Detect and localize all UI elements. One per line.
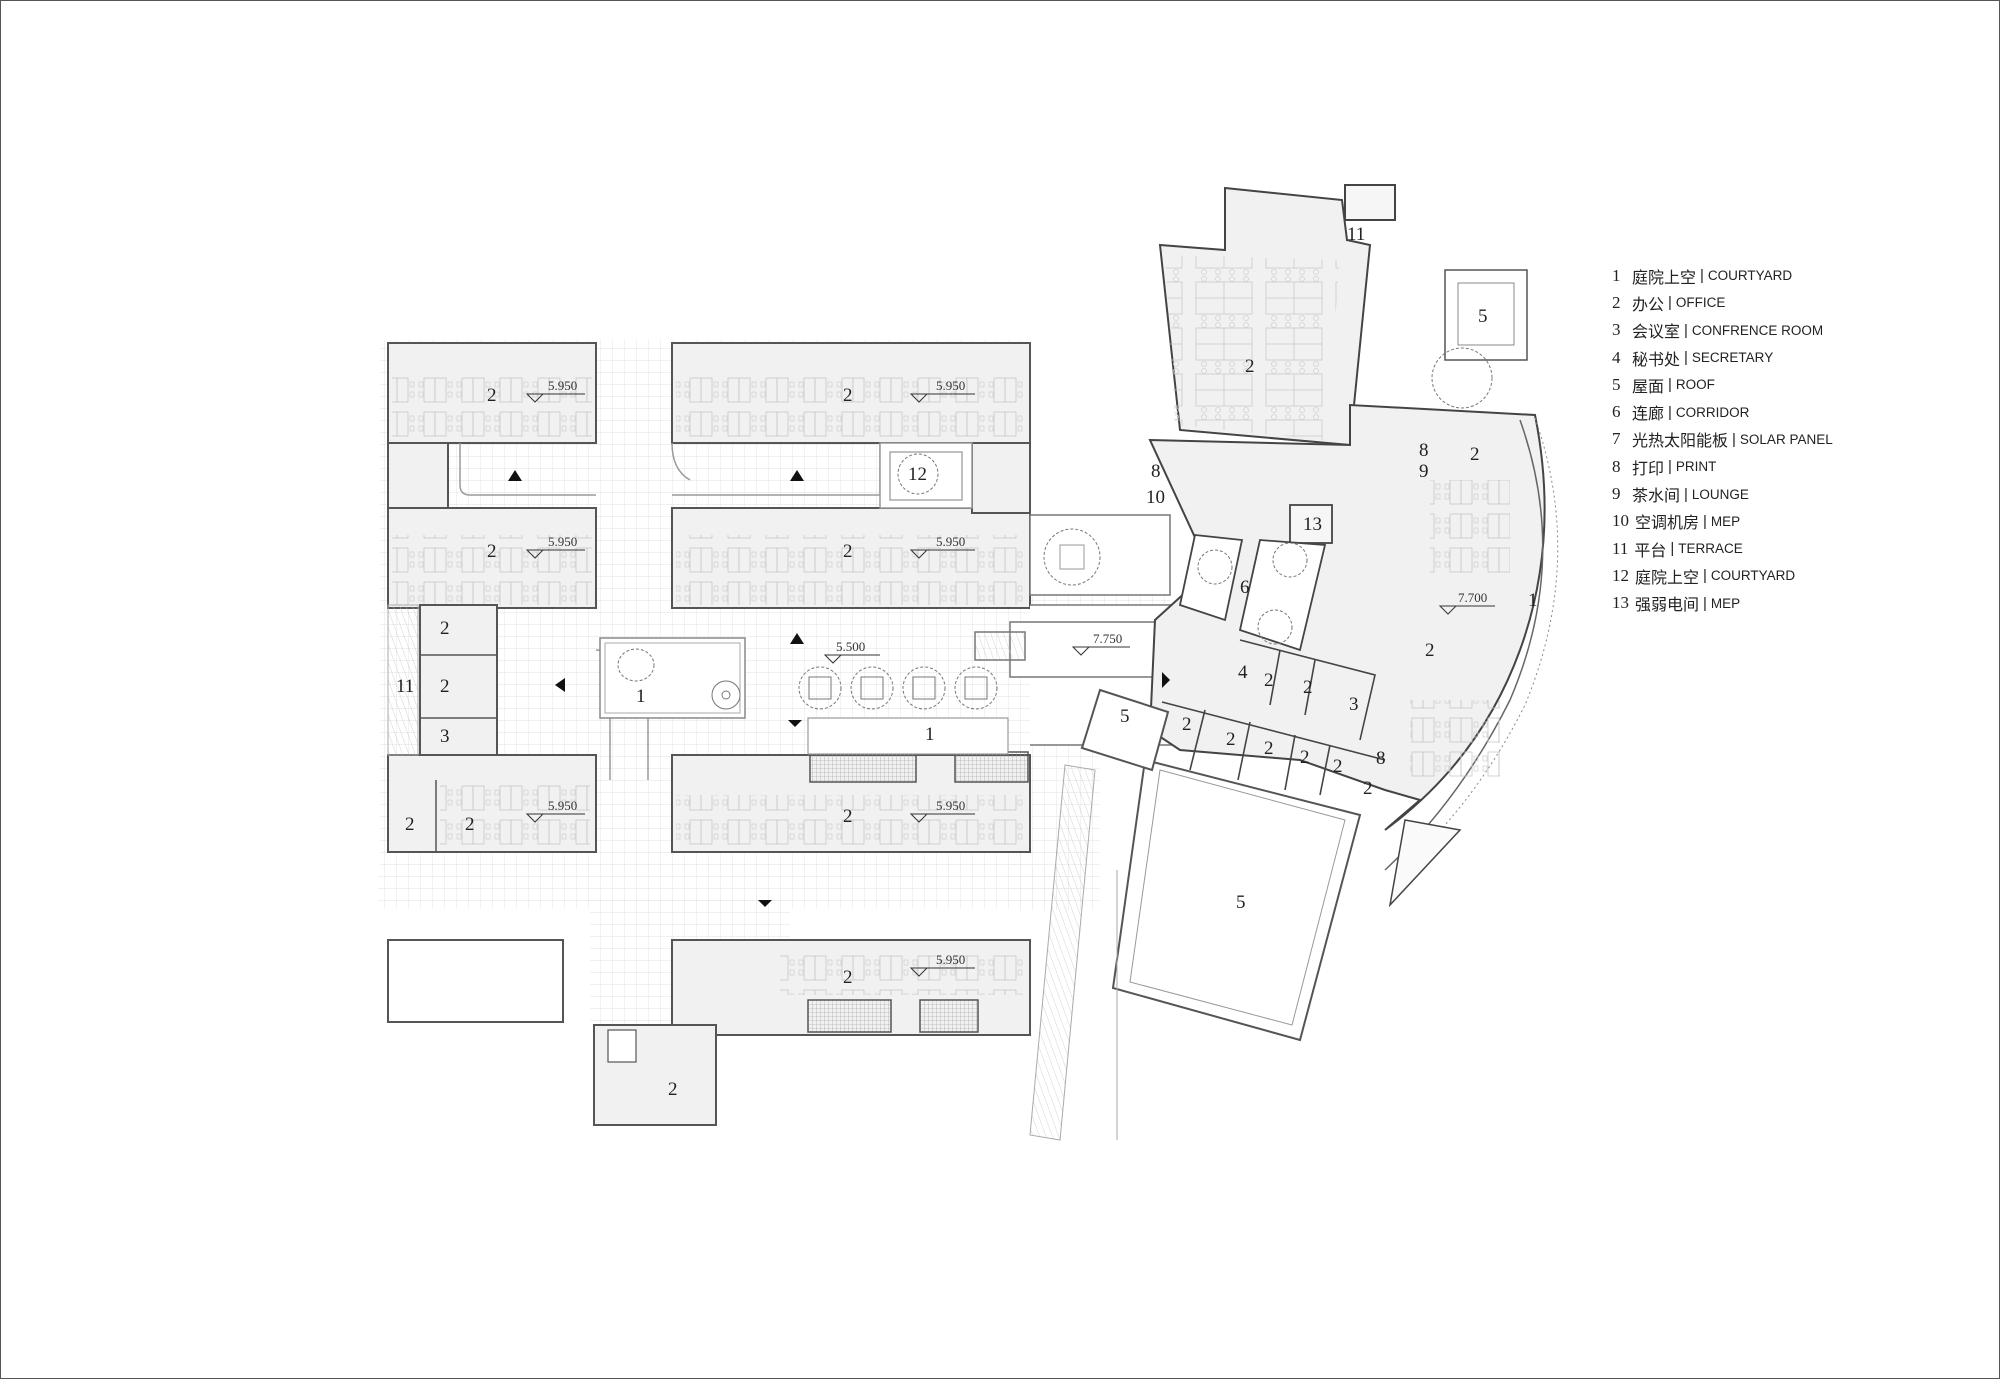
svg-text:5.950: 5.950 [548,534,577,549]
label-east-open: 2 [1425,640,1435,661]
east-courtyard-tree-box [1029,514,1171,596]
solar-panel-a [809,751,917,783]
svg-text:5.950: 5.950 [936,378,965,393]
label-wing-conf: 3 [440,726,450,747]
svg-text:7.700: 7.700 [1458,590,1487,605]
label-mep-13: 13 [1303,514,1322,535]
svg-text:5.950: 5.950 [936,798,965,813]
label-lounge-9: 9 [1419,461,1429,482]
triangle-stair [1388,819,1462,908]
west-wing [419,604,498,759]
entrance-arrows [508,470,1170,907]
elevation-markers [525,393,1495,977]
east-rooms [1161,639,1386,796]
label-north-office: 2 [1245,356,1255,377]
label-print-c: 8 [1376,748,1386,769]
roof-small [1080,688,1170,772]
label-wing-office-a: 2 [440,618,450,639]
label-s-office: 2 [843,806,853,827]
label-courtyard-south: 1 [925,724,935,745]
label-ne-office: 2 [843,385,853,406]
label-wing-office-b: 2 [440,676,450,697]
svg-text:5.950: 5.950 [936,952,965,967]
courtyard-1 [599,637,746,719]
label-courtyard-main: 1 [636,686,646,707]
label-w2-office: 2 [487,541,497,562]
label-secretary-4: 4 [1238,662,1248,683]
west-building [387,342,1031,853]
solar-panel-b [954,751,1029,783]
label-east-r7: 2 [1333,756,1343,777]
east-toilets [971,442,1031,514]
label-ne-terrace-11: 11 [1347,224,1365,245]
label-roof-small: 5 [1120,706,1130,727]
label-courtyard-east: 1 [1528,590,1538,611]
label-print-a: 8 [1151,461,1161,482]
label-east-conf-3: 3 [1349,694,1359,715]
label-sw-office-small: 2 [405,814,415,835]
room-labels: 2 2 2 2 12 11 2 2 3 1 1 2 2 2 2 2 2 11 5… [396,224,1538,1100]
label-mep-10: 10 [1146,487,1165,508]
label-roof-ne: 5 [1478,306,1488,327]
label-roof-large: 5 [1236,892,1246,913]
label-east-r8: 2 [1363,778,1373,799]
label-bottom-annex: 2 [668,1079,678,1100]
label-east-r2: 2 [1303,677,1313,698]
label-east-office-small: 2 [1470,444,1480,465]
label-nw-office: 2 [487,385,497,406]
east-core [1178,504,1333,652]
courtyard-12-tree [897,453,939,495]
label-east-r4: 2 [1226,729,1236,750]
label-east-r6: 2 [1300,747,1310,768]
label-corridor-6: 6 [1240,577,1250,598]
label-courtyard-12: 12 [908,464,927,485]
label-east-r5: 2 [1264,738,1274,759]
label-east-r1: 2 [1264,670,1274,691]
label-sw-office: 2 [465,814,475,835]
svg-text:5.500: 5.500 [836,639,865,654]
label-c2-office: 2 [843,541,853,562]
courtyard-1-south [807,717,1009,755]
svg-text:5.950: 5.950 [548,798,577,813]
roof-large [1111,758,1362,1042]
label-east-r3: 2 [1182,714,1192,735]
south-building [387,939,1031,1126]
ramp [1029,764,1096,1141]
west-terrace [387,604,419,756]
label-bottom-office: 2 [843,967,853,988]
tree-row [798,666,998,710]
svg-text:5.950: 5.950 [548,378,577,393]
label-terrace-11: 11 [396,676,414,697]
west-toilets [387,442,449,514]
svg-text:7.750: 7.750 [1093,631,1122,646]
svg-text:5.950: 5.950 [936,534,965,549]
label-print-b: 8 [1419,440,1429,461]
elevation-texts: 5.950 5.950 5.950 5.950 5.950 5.950 5.95… [548,378,1487,967]
